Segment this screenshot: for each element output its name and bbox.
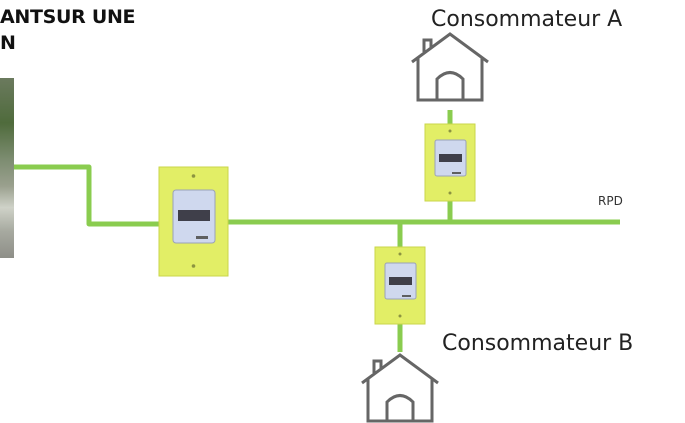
production-site-photo [0,78,14,258]
meter-consumer-a [424,123,476,202]
house-icon [411,32,489,102]
cable-network [14,110,620,352]
consumer-a-label: Consommateur A [431,7,623,32]
title-line-1: ANTSUR UNE [0,6,136,28]
house-icon [361,353,439,423]
title-line-2: N [0,32,16,54]
partial-title: ANTSUR UNE N [0,4,136,56]
cable-production [14,164,160,227]
consumer-b-label: Consommateur B [442,331,634,356]
meter-consumer-b [374,246,426,325]
network-label: RPD [598,194,623,208]
meter-main [158,166,229,277]
